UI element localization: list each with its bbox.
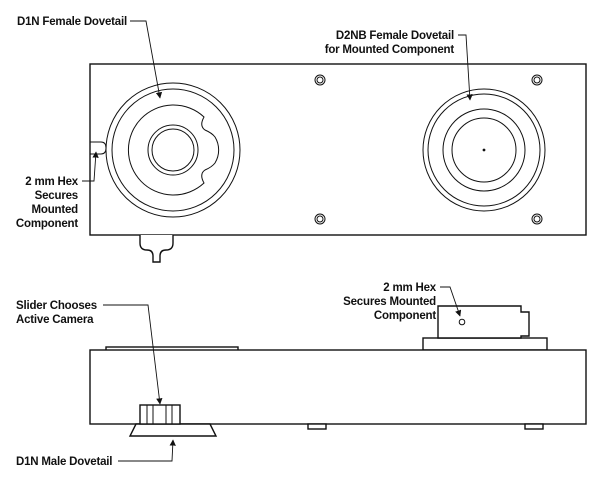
label-d1n-female-dovetail: D1N Female Dovetail <box>17 16 127 28</box>
side-view <box>89 305 587 437</box>
screw-top-left <box>314 74 326 86</box>
side-view-mount-base <box>422 337 548 351</box>
label-hex-bottom-1: 2 mm Hex <box>383 282 437 294</box>
screw-bottom-left <box>314 213 326 225</box>
slider <box>139 404 181 425</box>
top-view-bottom-tab <box>139 235 174 263</box>
top-view <box>89 63 587 263</box>
label-slider-1: Slider Chooses <box>16 300 97 312</box>
d2nb-female-dovetail-port <box>422 88 546 212</box>
side-view-hex-screw <box>458 318 466 326</box>
side-view-foot-2 <box>524 423 544 430</box>
top-view-body <box>89 63 587 236</box>
side-view-mounted-component <box>437 305 530 339</box>
screw-bottom-right <box>531 213 543 225</box>
side-view-foot-1 <box>307 423 327 430</box>
label-hex-top-1: 2 mm Hex <box>25 176 79 188</box>
leader-lines <box>82 20 473 462</box>
label-hex-top-4: Component <box>16 218 78 230</box>
label-d2nb-female-dovetail-2: for Mounted Component <box>325 44 455 56</box>
label-hex-bottom-2: Secures Mounted <box>343 296 436 308</box>
screw-top-right <box>531 74 543 86</box>
label-hex-bottom-3: Component <box>374 310 436 322</box>
d1n-male-dovetail <box>128 423 218 437</box>
label-hex-top-2: Secures <box>35 190 78 202</box>
d1n-female-dovetail-port <box>105 82 241 218</box>
label-d1n-male-dovetail: D1N Male Dovetail <box>16 456 112 468</box>
callout-labels: D1N Female Dovetail D2NB Female Dovetail… <box>16 16 455 468</box>
label-slider-2: Active Camera <box>16 314 94 326</box>
label-hex-top-3: Mounted <box>31 204 78 216</box>
label-d2nb-female-dovetail-1: D2NB Female Dovetail <box>336 30 454 42</box>
